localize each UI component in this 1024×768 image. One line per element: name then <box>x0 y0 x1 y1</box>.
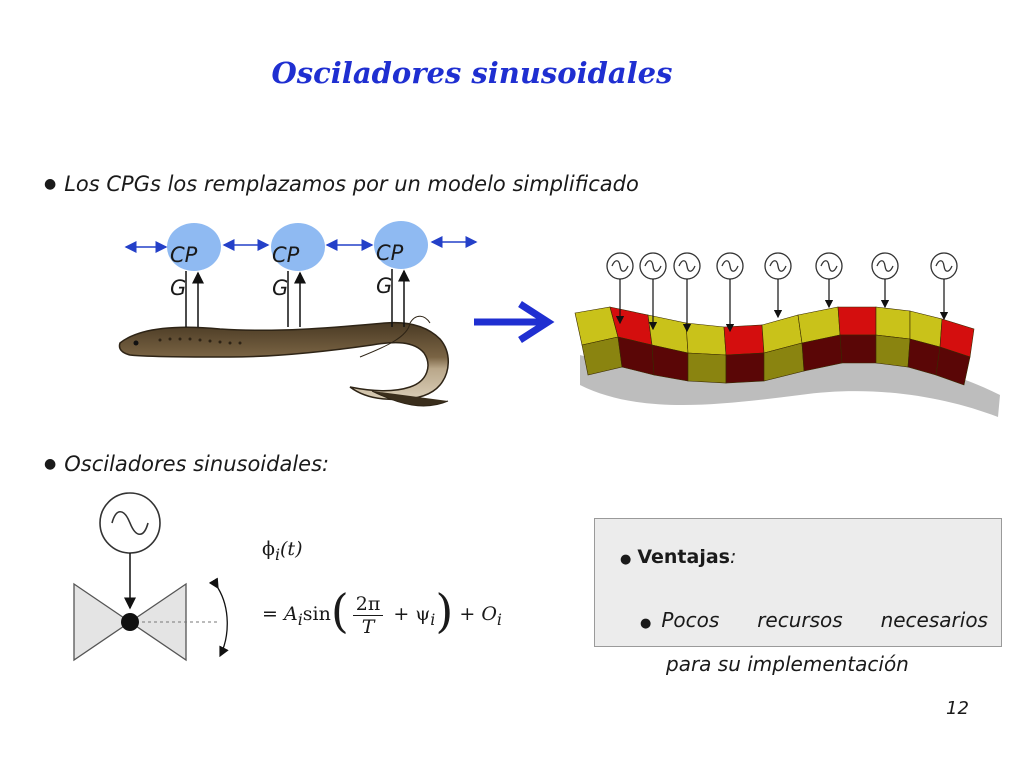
slide-title: Osciladores sinusoidales <box>271 56 673 90</box>
cpg-output-arrows <box>185 269 410 327</box>
bullet-cpg-replacement: ● Los CPGs los remplazamos por un modelo … <box>44 172 639 196</box>
bullet-dot: ● <box>44 456 57 472</box>
page-number: 12 <box>946 698 969 719</box>
eel-cpg-diagram <box>118 221 478 407</box>
formula-lhs: ϕi(t) <box>262 538 303 564</box>
advantage-item: ●Pocos recursos necesarios para su imple… <box>640 608 988 676</box>
joint-pivot <box>121 613 139 631</box>
rotation-arrow <box>208 577 229 658</box>
oscillator-joint-diagram <box>73 492 229 662</box>
coupling-arrows <box>124 236 478 253</box>
sine-wave-circle-icon <box>99 492 161 554</box>
cpg-node-1 <box>167 223 221 271</box>
eel-image <box>118 315 449 407</box>
right-arrow-icon <box>474 301 555 343</box>
segmented-robot-diagram <box>574 252 1000 417</box>
oscillator-arrows <box>615 279 949 333</box>
cpg-node-2 <box>271 223 325 271</box>
joint-left-wing <box>73 582 132 662</box>
advantages-box <box>594 518 1002 647</box>
advantages-title: ●Ventajas: <box>620 546 737 568</box>
robot-segments <box>574 306 975 386</box>
oscillator-icons <box>606 252 958 280</box>
bullet-sinusoidal-oscillators: ● Osciladores sinusoidales: <box>44 452 329 476</box>
bullet-dot: ● <box>44 176 57 192</box>
cpg-node-3 <box>374 221 428 269</box>
bullet-text: Osciladores sinusoidales: <box>64 452 330 476</box>
bullet-text: Los CPGs los remplazamos por un modelo s… <box>64 172 639 196</box>
